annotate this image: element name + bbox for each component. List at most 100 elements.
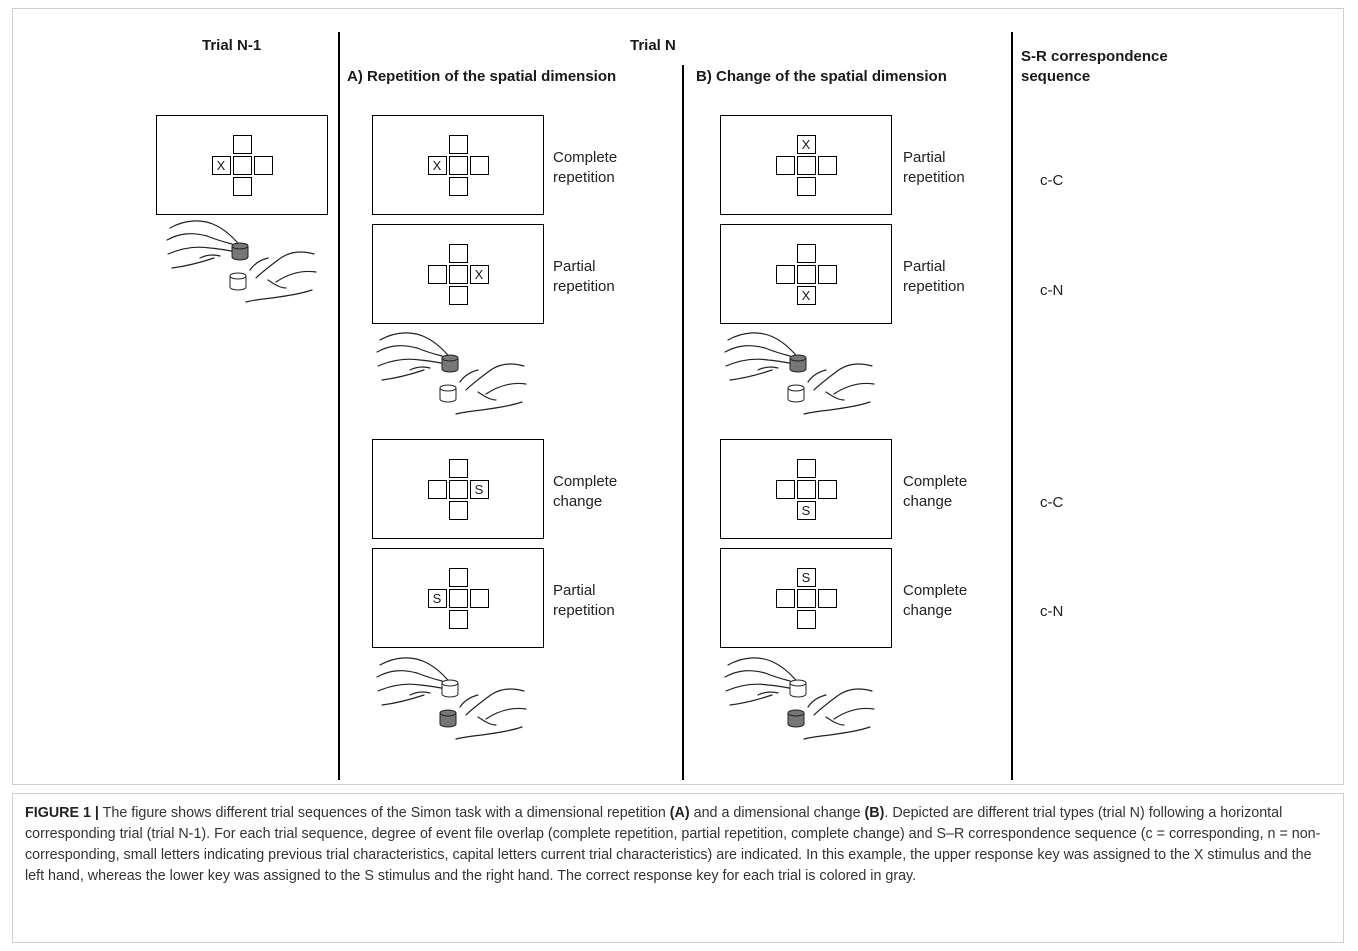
screen-b-1: X (720, 115, 892, 215)
header-trial-n: Trial N (630, 37, 676, 54)
stimulus-cell-right (817, 588, 837, 608)
left-hand-outline (416, 347, 443, 357)
right-hand-outline (477, 716, 497, 726)
stimulus-cell-center (448, 479, 468, 499)
hands-a-x (376, 332, 527, 415)
left-hand-outline (727, 332, 801, 361)
stimulus-letter: X (427, 155, 447, 175)
stimulus-cell-right (253, 155, 273, 175)
label-b-3-line: change (903, 493, 953, 510)
screen-a-2: X (372, 224, 544, 324)
screen-a-4: S (372, 548, 544, 648)
left-hand-outline (167, 246, 236, 255)
left-hand-outline (169, 220, 243, 249)
label-a-1-line: Complete (553, 149, 618, 166)
left-hand-outline (199, 254, 221, 259)
screen-a-3: S (372, 439, 544, 539)
screen-b-3: S (720, 439, 892, 539)
upper-response-key-icon (789, 358, 807, 373)
right-hand-outline (245, 289, 313, 303)
screen-b-4: S (720, 548, 892, 648)
stimulus-letter: S (796, 500, 816, 520)
label-a-4-line: Partial (553, 582, 596, 599)
hands-a-s (376, 657, 527, 740)
left-hand-outline (764, 672, 791, 682)
stimulus-cell-left (775, 588, 795, 608)
header-sr-line1: S-R correspondence (1021, 48, 1168, 65)
stimulus-cell-left (427, 479, 447, 499)
figure-caption: FIGURE 1 | The figure shows different tr… (12, 793, 1344, 943)
stimulus-cell-center (796, 264, 816, 284)
stimulus-cell-top (448, 134, 468, 154)
right-hand-outline (807, 369, 827, 383)
divider-right (1011, 32, 1013, 780)
right-hand-outline (249, 257, 269, 271)
right-hand-outline (275, 270, 317, 283)
stimulus-cell-bottom (448, 500, 468, 520)
stimulus-cell-bottom (796, 609, 816, 629)
left-hand-outline (376, 345, 418, 353)
stimulus-letter: S (469, 479, 489, 499)
caption-text-1: The figure shows different trial sequenc… (98, 805, 670, 821)
right-hand-outline (825, 391, 845, 401)
correspondence-sequence: c-C (1040, 172, 1064, 189)
right-hand-outline (459, 369, 479, 383)
stimulus-letter: X (211, 155, 231, 175)
stimulus-cell-top (232, 134, 252, 154)
upper-response-key-top (789, 679, 807, 687)
hands-b-s (724, 657, 875, 740)
stimulus-cell-center (448, 588, 468, 608)
left-hand-outline (757, 366, 779, 371)
stimulus-cell-right (469, 155, 489, 175)
label-b-2-line: repetition (903, 278, 965, 295)
correspondence-sequence: c-C (1040, 494, 1064, 511)
caption-label: FIGURE 1 | (25, 805, 99, 821)
left-hand-outline (725, 683, 794, 692)
stimulus-cell-bottom (448, 609, 468, 629)
left-hand-outline (409, 691, 431, 696)
upper-response-key-top (441, 354, 459, 362)
upper-response-key-icon (441, 358, 459, 373)
stimulus-cell-right (817, 155, 837, 175)
left-hand-outline (409, 366, 431, 371)
lower-response-key-top (439, 384, 457, 392)
stimulus-cell-left (775, 264, 795, 284)
caption-text-2: and a dimensional change (689, 805, 865, 821)
label-b-1-line: Partial (903, 149, 946, 166)
label-b-4-line: change (903, 602, 953, 619)
label-b-1-line: repetition (903, 169, 965, 186)
screen-b-2: X (720, 224, 892, 324)
label-a-1-line: repetition (553, 169, 615, 186)
right-hand-outline (455, 401, 523, 415)
left-hand-outline (171, 257, 215, 269)
left-hand-outline (727, 657, 801, 686)
stimulus-cell-bottom (796, 176, 816, 196)
upper-response-key-top (231, 242, 249, 250)
left-hand-outline (166, 233, 208, 241)
left-hand-outline (416, 672, 443, 682)
correspondence-sequence: c-N (1040, 603, 1064, 620)
right-hand-outline (825, 716, 845, 726)
lower-response-key-top (787, 709, 805, 717)
lower-response-key-icon (229, 276, 247, 291)
upper-response-key-top (789, 354, 807, 362)
figure-panel: Trial N-1 Trial N A) Repetition of the s… (12, 8, 1344, 785)
right-hand-outline (833, 382, 875, 395)
stimulus-letter: X (796, 134, 816, 154)
left-hand-outline (729, 369, 773, 381)
left-hand-outline (206, 235, 233, 245)
upper-response-key-icon (789, 683, 807, 698)
label-a-3-line: Complete (553, 473, 618, 490)
correspondence-sequence: c-N (1040, 282, 1064, 299)
upper-response-key-icon (231, 246, 249, 261)
stimulus-cell-bottom (232, 176, 252, 196)
stimulus-cell-center (448, 155, 468, 175)
stimulus-cell-center (232, 155, 252, 175)
lower-response-key-icon (787, 388, 805, 403)
left-hand-outline (381, 694, 425, 706)
right-hand-outline (255, 251, 315, 279)
lower-response-key-icon (439, 388, 457, 403)
